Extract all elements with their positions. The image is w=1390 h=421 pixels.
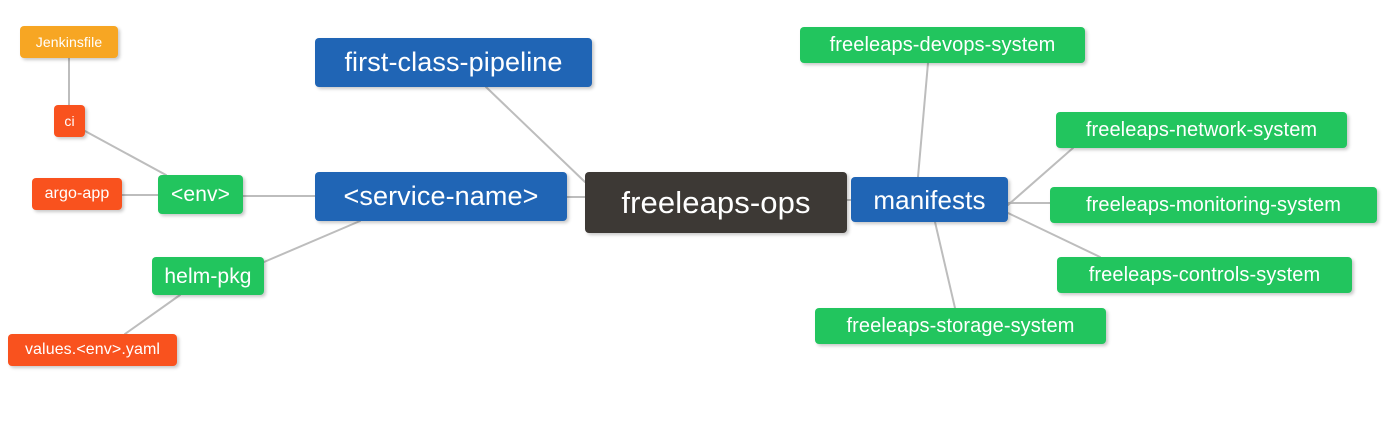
node-freeleaps-network-system[interactable]: freeleaps-network-system xyxy=(1056,112,1347,148)
edge-service-name-to-helm-pkg xyxy=(263,220,361,263)
node-label: freeleaps-controls-system xyxy=(1088,264,1321,286)
node-helm-pkg[interactable]: helm-pkg xyxy=(152,257,264,295)
node-label: <service-name> xyxy=(343,181,539,211)
edge-env-to-ci xyxy=(84,130,167,176)
node-ci[interactable]: ci xyxy=(54,105,85,137)
node-freeleaps-ops[interactable]: freeleaps-ops xyxy=(585,172,847,233)
node-label: helm-pkg xyxy=(164,264,252,288)
node-first-class-pipeline[interactable]: first-class-pipeline xyxy=(315,38,592,87)
edge-helm-pkg-to-values-env-yaml xyxy=(124,294,181,335)
node-freeleaps-devops-system[interactable]: freeleaps-devops-system xyxy=(800,27,1085,63)
node-label: freeleaps-devops-system xyxy=(829,34,1056,56)
node-jenkinsfile[interactable]: Jenkinsfile xyxy=(20,26,118,58)
edge-freeleaps-ops-to-first-class-pipeline xyxy=(485,86,586,183)
node-label: values.<env>.yaml xyxy=(24,341,161,358)
node-label: freeleaps-network-system xyxy=(1085,119,1318,141)
node-label: freeleaps-ops xyxy=(621,185,811,220)
node-argo-app[interactable]: argo-app xyxy=(32,178,122,210)
node-label: ci xyxy=(64,113,75,129)
node-manifests[interactable]: manifests xyxy=(851,177,1008,222)
node-freeleaps-controls-system[interactable]: freeleaps-controls-system xyxy=(1057,257,1352,293)
node-label: manifests xyxy=(873,184,986,215)
node-label: freeleaps-monitoring-system xyxy=(1085,194,1341,216)
node-label: Jenkinsfile xyxy=(35,34,103,50)
node-label: freeleaps-storage-system xyxy=(846,315,1075,337)
node-label: first-class-pipeline xyxy=(344,47,563,77)
node-values-env-yaml[interactable]: values.<env>.yaml xyxy=(8,334,177,366)
node-freeleaps-storage-system[interactable]: freeleaps-storage-system xyxy=(815,308,1106,344)
edge-manifests-to-freeleaps-storage-system xyxy=(934,221,956,309)
node-service-name[interactable]: <service-name> xyxy=(315,172,567,221)
node-freeleaps-monitoring-system[interactable]: freeleaps-monitoring-system xyxy=(1050,187,1377,223)
node-label: argo-app xyxy=(44,185,110,202)
node-label: <env> xyxy=(171,183,230,206)
edge-manifests-to-freeleaps-devops-system xyxy=(917,62,929,178)
node-env[interactable]: <env> xyxy=(158,175,243,214)
